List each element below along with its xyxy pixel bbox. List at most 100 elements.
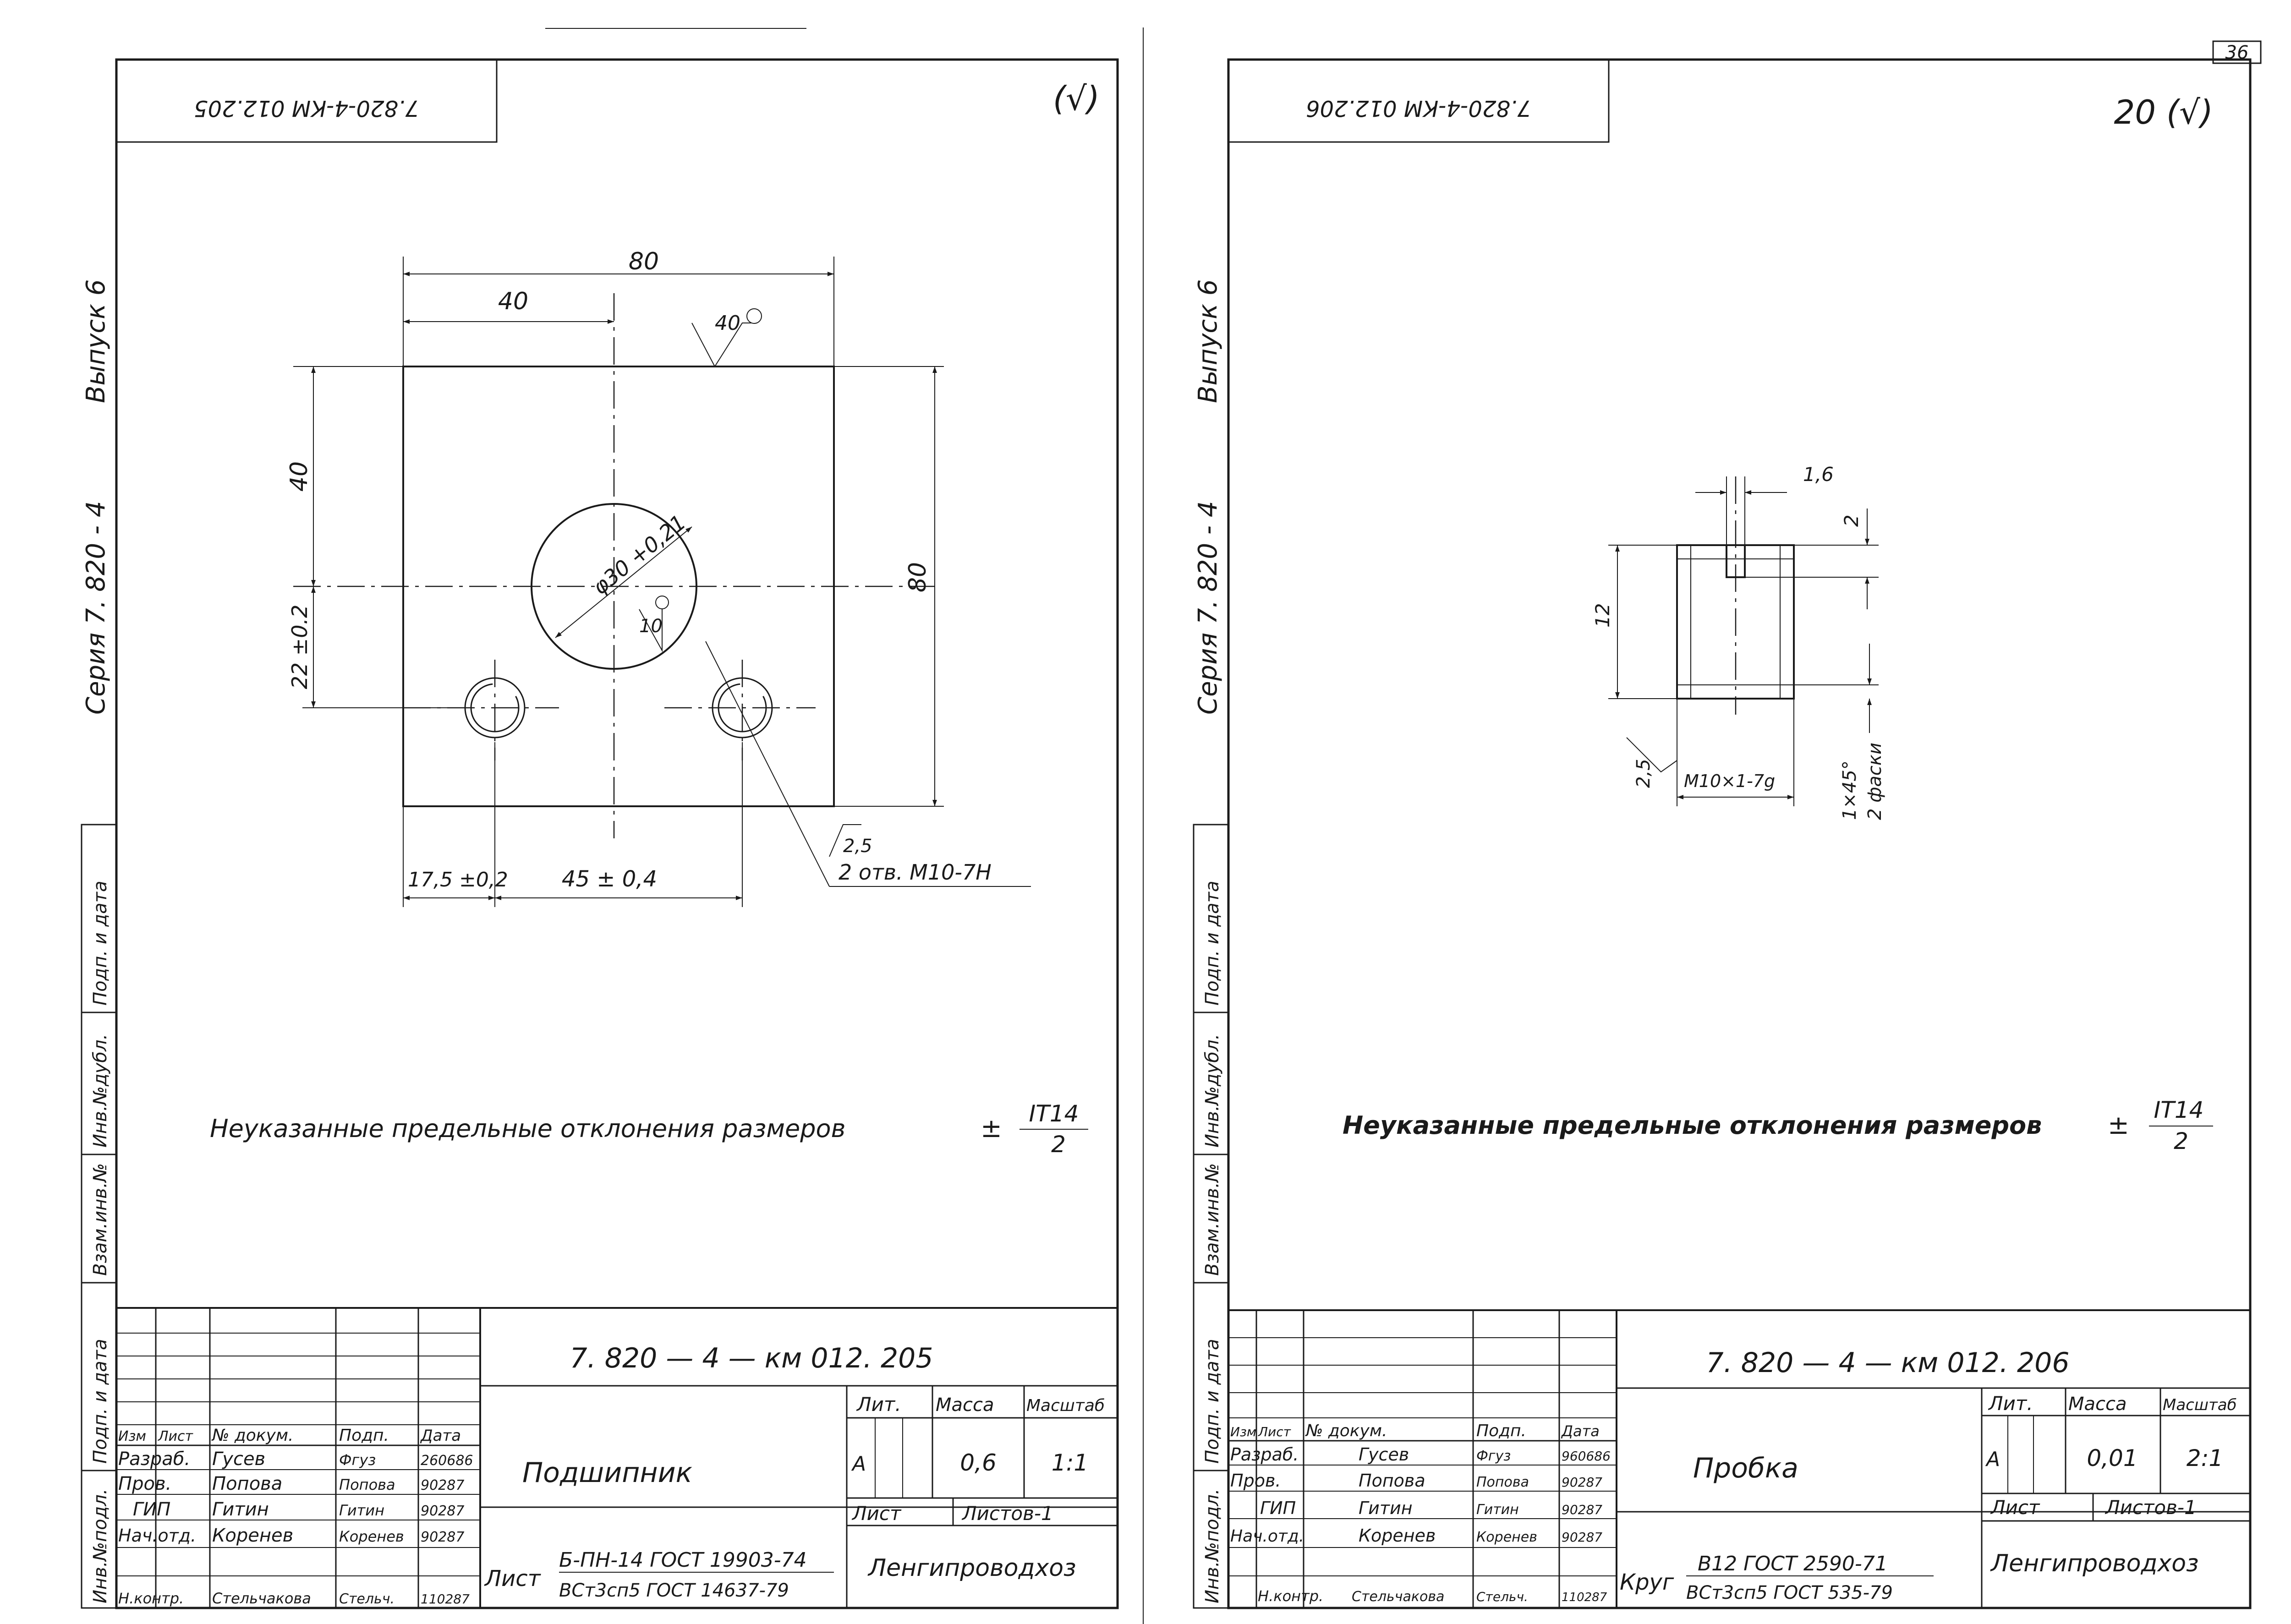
tolerance-num-right: IT14 [2154, 1097, 2204, 1123]
doc-code-right: 7. 820 — 4 — км 012. 206 [1706, 1347, 2069, 1379]
binding-strip-right: Инв.№подл. Подп. и дата Взам.инв.№ Инв.№… [1193, 824, 1229, 1609]
dim-height-80: 80 [904, 562, 932, 592]
hdr-sign-left: Подп. [339, 1426, 389, 1445]
binding-vzam-inv: Взам.инв.№ [90, 1163, 111, 1276]
dim-chamfer: 1×45° [1839, 760, 1860, 820]
role-nkontr-right: Н.контр. [1258, 1587, 1323, 1605]
mass-value-left: 0,6 [960, 1449, 997, 1476]
date-gip-right: 90287 [1562, 1502, 1602, 1517]
sign-nkontr-right: Стельч. [1476, 1589, 1528, 1604]
issue-label-right: Выпуск 6 [1193, 279, 1223, 403]
name-nach-left: Коренев [212, 1525, 293, 1546]
dim-slot-width: 1,6 [1803, 463, 1834, 486]
material-prefix-right: Круг [1620, 1569, 1674, 1595]
roughness-mark-right: 20 (√) [2114, 93, 2213, 131]
sign-nach-left: Коренев [339, 1528, 404, 1545]
date-razrab-right: 960686 [1562, 1449, 1611, 1464]
role-nach-right: Нач.отд. [1230, 1527, 1304, 1546]
binding-podp-data-1-r: Подп. и дата [1202, 1339, 1223, 1464]
frame-right [1227, 58, 2252, 1609]
date-gip-left: 90287 [421, 1503, 464, 1519]
roughness-2-5-left: 2,5 [843, 836, 872, 857]
sign-nach-right: Коренев [1476, 1529, 1537, 1545]
roughness-2-5-right: 2,5 [1633, 759, 1654, 788]
right-sheet: Инв.№подл. Подп. и дата Взам.инв.№ Инв.№… [1193, 58, 2252, 1609]
mass-value-right: 0,01 [2087, 1445, 2138, 1471]
binding-inv-dubl: Инв.№дубл. [90, 1034, 111, 1148]
sign-gip-right: Гитин [1476, 1502, 1519, 1518]
plate-dimensions: 80 40 40 22 ±0.2 80 φ30 +0,21 40 10 [285, 248, 1031, 907]
issue-label-left: Выпуск 6 [81, 279, 111, 403]
part-name-right: Пробка [1693, 1452, 1798, 1484]
mass-header-right: Масса [2068, 1394, 2127, 1415]
binding-inv-dubl-r: Инв.№дубл. [1202, 1034, 1223, 1148]
dim-spacing-45: 45 ± 0,4 [562, 866, 657, 892]
date-razrab-left: 260686 [421, 1453, 473, 1469]
name-razrab-right: Гусев [1359, 1444, 1409, 1465]
dim-width-40: 40 [498, 288, 528, 315]
name-nach-right: Коренев [1359, 1526, 1436, 1546]
name-nkontr-right: Стельчакова [1352, 1589, 1444, 1605]
sign-gip-left: Гитин [339, 1502, 384, 1519]
lit-value-left: А [851, 1452, 866, 1476]
dim-offset-17-5: 17,5 ±0,2 [408, 868, 508, 891]
tolerance-note-right: Неуказанные предельные отклонения размер… [1343, 1111, 2042, 1140]
role-prov-left: Пров. [118, 1473, 171, 1494]
role-razrab-right: Разраб. [1230, 1444, 1299, 1465]
hdr-izm-right: Изм [1230, 1424, 1256, 1439]
sign-nkontr-left: Стельч. [339, 1591, 395, 1607]
sign-prov-right: Попова [1476, 1474, 1529, 1490]
name-nkontr-left: Стельчакова [212, 1590, 311, 1607]
sign-razrab-left: Фгуз [339, 1451, 376, 1469]
name-razrab-left: Гусев [212, 1449, 265, 1470]
plug-dimensions: 1,6 2 12 М10×1-7g 1×45° 2 фаски 2,5 [1591, 463, 1885, 820]
role-gip-left: ГИП [133, 1499, 170, 1520]
scale-value-right: 2:1 [2187, 1445, 2223, 1471]
thread-hole-right [712, 677, 773, 738]
mirror-code-right: 7.820-4-КМ 012.206 [1306, 95, 1531, 121]
material-top-right: В12 ГОСТ 2590-71 [1698, 1552, 1888, 1575]
dim-thread: М10×1-7g [1684, 771, 1775, 791]
material-top-left: Б-ПН-14 ГОСТ 19903-74 [559, 1548, 807, 1572]
thread-hole-left [464, 677, 526, 738]
title-block-right: 7. 820 — 4 — км 012. 206 Пробка Лит. Мас… [1228, 1309, 2250, 1608]
dim-chamfer-note: 2 фаски [1864, 743, 1885, 820]
binding-podp-data-2-r: Подп. и дата [1202, 881, 1223, 1006]
sign-prov-left: Попова [339, 1476, 395, 1493]
left-sheet: Инв.№подл. Подп. и дата Взам.инв.№ Инв.№… [81, 58, 1119, 1609]
hdr-izm-left: Изм [118, 1428, 146, 1444]
date-nach-right: 90287 [1562, 1530, 1602, 1545]
hdr-list-left: Лист [158, 1428, 194, 1444]
hdr-list-right: Лист [1258, 1424, 1291, 1439]
roughness-40: 40 [715, 312, 740, 335]
dim-slot-depth: 2 [1840, 514, 1863, 527]
lit-header-left: Лит. [856, 1393, 901, 1416]
date-prov-left: 90287 [421, 1477, 464, 1493]
tolerance-value-left: ± IT14 2 [981, 1100, 1088, 1158]
binding-inv-podl: Инв.№подл. [90, 1488, 111, 1603]
dim-bore-diameter: φ30 +0,21 [588, 510, 691, 600]
mass-header-left: Масса [936, 1394, 994, 1416]
binding-inv-podl-r: Инв.№подл. [1202, 1488, 1223, 1603]
doc-code-left: 7. 820 — 4 — км 012. 205 [570, 1342, 933, 1374]
hdr-doc-right: № докум. [1305, 1422, 1387, 1440]
lit-value-right: А [1985, 1448, 2000, 1471]
date-nkontr-left: 110287 [421, 1591, 470, 1607]
plug-drawing [1676, 476, 1795, 715]
tolerance-den-right: 2 [2174, 1128, 2188, 1154]
title-block-left: 7. 820 — 4 — км 012. 205 Подшипник Лит. … [116, 1307, 1118, 1608]
date-prov-right: 90287 [1562, 1475, 1602, 1490]
sheet-label-right: Лист [1990, 1496, 2040, 1519]
mirror-code: 7.820-4-КМ 012.205 [194, 95, 419, 121]
name-prov-right: Попова [1359, 1471, 1425, 1491]
hdr-sign-right: Подп. [1476, 1422, 1526, 1440]
roughness-mark-left: (√) [1053, 79, 1100, 118]
hdr-date-left: Дата [420, 1427, 461, 1445]
role-nach-left: Нач.отд. [118, 1526, 196, 1546]
tolerance-note-left: Неуказанные предельные отклонения размер… [210, 1114, 845, 1143]
sheets-count-left: Листов-1 [961, 1502, 1053, 1525]
material-bottom-left: ВСт3сп5 ГОСТ 14637-79 [559, 1580, 789, 1601]
series-label-right: Серия 7. 820 - 4 [1193, 501, 1223, 715]
hdr-date-right: Дата [1561, 1422, 1600, 1440]
